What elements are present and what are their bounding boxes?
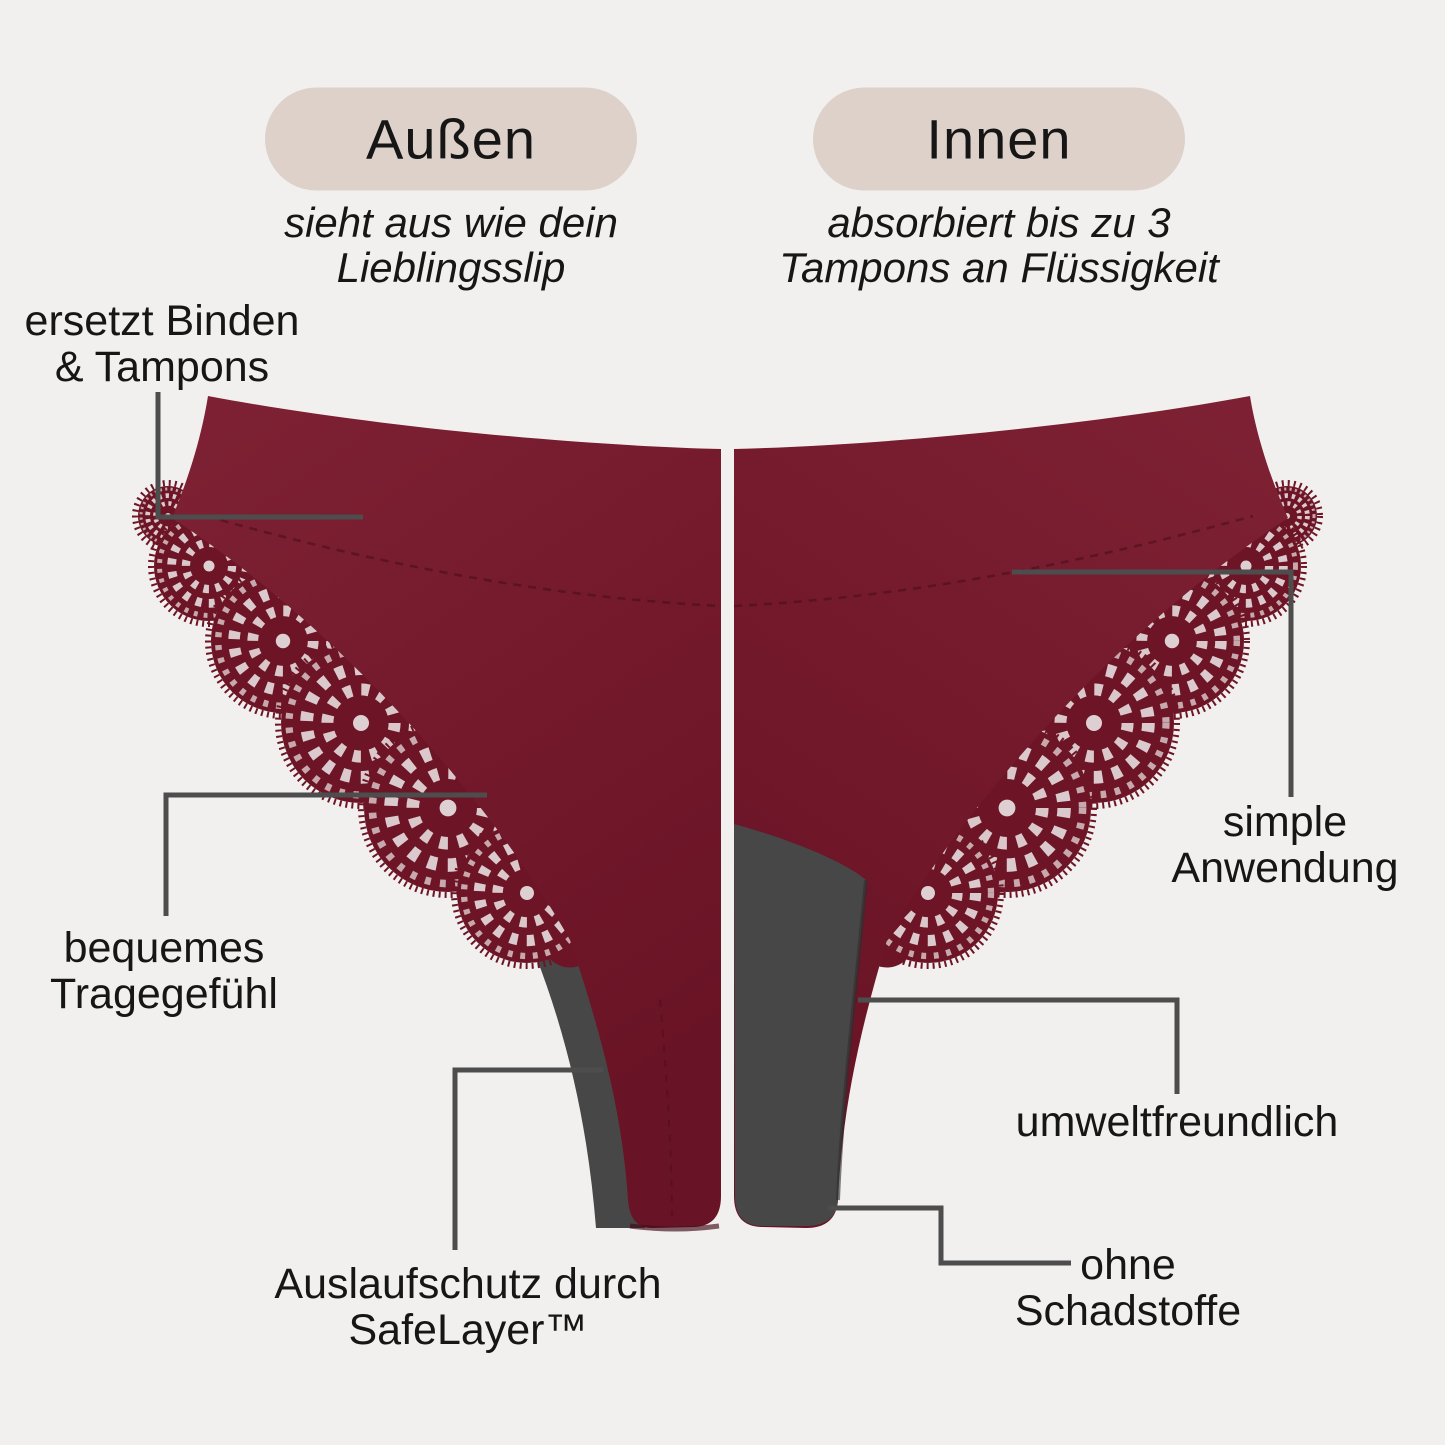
callout-replaces-pads: ersetzt Binden & Tampons [25, 298, 300, 390]
subtitle-aussen-line2: Lieblingsslip [336, 244, 566, 291]
callout-leak-protection-line2: SafeLayer™ [348, 1306, 588, 1354]
pill-innen-label: Innen [926, 107, 1072, 171]
connector-no-pollutants [828, 1205, 1071, 1266]
callout-replaces-pads-line2: & Tampons [54, 343, 270, 391]
callout-connectors [155, 392, 1294, 1266]
connector-simple-use [1012, 569, 1294, 797]
callout-leak-protection: Auslaufschutz durch SafeLayer™ [274, 1261, 661, 1353]
connector-eco-friendly [858, 997, 1180, 1094]
left-crotch-seam [659, 999, 673, 1225]
connector-leak-protection [452, 1067, 603, 1250]
callout-no-pollutants-line1: ohne [1080, 1241, 1176, 1289]
connector-comfortable [163, 792, 487, 916]
right-absorbent-liner [734, 824, 866, 1226]
subtitle-innen: absorbiert bis zu 3 Tampons an Flüssigke… [779, 200, 1219, 290]
right-waistband-seam [733, 514, 1254, 608]
callout-comfortable-line2: Tragegefühl [50, 970, 278, 1018]
callout-simple-use-line2: Anwendung [1171, 844, 1399, 892]
subtitle-innen-line2: Tampons an Flüssigkeit [779, 244, 1219, 291]
subtitle-aussen: sieht aus wie dein Lieblingsslip [284, 200, 618, 290]
subtitle-innen-line1: absorbiert bis zu 3 [827, 199, 1171, 246]
left-waistband-seam [205, 514, 722, 608]
callout-simple-use: simple Anwendung [1171, 799, 1398, 891]
callout-replaces-pads-line1: ersetzt Binden [24, 297, 300, 345]
callout-comfortable-line1: bequemes [63, 924, 265, 972]
right-liner-edge-shadow [836, 879, 868, 1201]
subtitle-aussen-line1: sieht aus wie dein [284, 199, 618, 246]
callout-eco-friendly: umweltfreundlich [1016, 1099, 1339, 1145]
pill-aussen-label: Außen [366, 107, 536, 171]
connector-replaces-pads [155, 392, 363, 520]
panty-left-half-outside [132, 396, 722, 1232]
callout-eco-friendly-line1: umweltfreundlich [1015, 1098, 1339, 1146]
left-hem-shadow [629, 1223, 720, 1232]
pill-aussen: Außen [265, 87, 637, 191]
left-fabric-body [172, 396, 721, 1228]
callout-simple-use-line1: simple [1222, 798, 1348, 846]
panty-right-half-inside [733, 396, 1323, 1228]
callout-comfortable: bequemes Tragegefühl [50, 925, 278, 1017]
callout-no-pollutants-line2: Schadstoffe [1014, 1287, 1242, 1335]
pill-innen: Innen [813, 87, 1185, 191]
right-fabric-body [734, 396, 1288, 1228]
callout-leak-protection-line1: Auslaufschutz durch [274, 1260, 662, 1308]
callout-no-pollutants: ohne Schadstoffe [1015, 1242, 1241, 1334]
left-liner-wedge [468, 800, 645, 1228]
